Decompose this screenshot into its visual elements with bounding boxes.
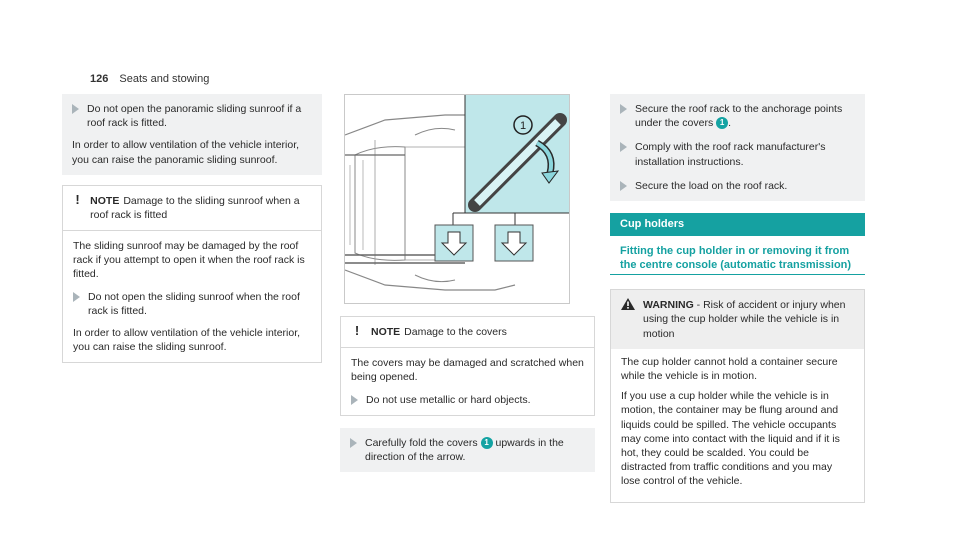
warning-header: WARNING - Risk of accident or injury whe… xyxy=(611,290,864,349)
exclamation-icon: ! xyxy=(354,323,360,338)
warning-paragraph: If you use a cup holder while the vehicl… xyxy=(621,390,840,488)
bullet-arrow-icon xyxy=(620,104,627,114)
step-text-end: upwards in the direction of the arrow. xyxy=(365,436,564,463)
note-label: NOTE xyxy=(90,194,120,207)
step-text-end: . xyxy=(728,117,732,130)
list-item: Secure the roof rack to the anchorage po… xyxy=(620,102,855,130)
note-title: Damage to the sliding sunroof when a roo… xyxy=(90,194,300,221)
bullet-text: Do not use metallic or hard objects. xyxy=(366,393,531,406)
bullet-arrow-icon xyxy=(350,437,357,448)
warning-label: WARNING xyxy=(643,299,694,312)
note-paragraph: In order to allow ventilation of the veh… xyxy=(73,326,301,354)
note-body: The sliding sunroof may be damaged by th… xyxy=(63,231,321,362)
bullet-arrow-icon xyxy=(73,291,80,302)
roof-cover-illustration: 1 xyxy=(344,94,570,304)
car-roof-diagram: 1 xyxy=(345,95,569,291)
bullet-text: Do not open the sliding sunroof when the… xyxy=(88,290,300,317)
warning-box: WARNING - Risk of accident or injury whe… xyxy=(610,289,865,504)
callout-badge: 1 xyxy=(716,117,729,130)
bullet-arrow-icon xyxy=(351,394,358,405)
list-item: Do not open the panoramic sliding sunroo… xyxy=(72,102,312,130)
exclamation-icon: ! xyxy=(75,191,80,207)
page-number: 126 xyxy=(90,73,109,85)
paragraph: In order to allow ventilation of the veh… xyxy=(72,139,300,166)
subsection-heading: Fitting the cup holder in or removing it… xyxy=(610,236,865,276)
warning-triangle-icon xyxy=(621,298,635,311)
column-1: Do not open the panoramic sliding sunroo… xyxy=(62,94,322,364)
page-header: 126 Seats and stowing xyxy=(90,72,209,87)
callout-1: 1 xyxy=(520,120,526,132)
bullet-arrow-icon xyxy=(620,180,627,191)
note-body: The covers may be damaged and scratched … xyxy=(341,348,594,415)
step-panel: Carefully fold the covers 1 upwards in t… xyxy=(340,427,595,473)
list-item: Do not open the sliding sunroof when the… xyxy=(73,290,311,318)
bullet-arrow-icon xyxy=(620,142,627,153)
warning-title: - Risk of accident or injury when using … xyxy=(643,299,846,340)
step-text: Comply with the roof rack manufacturer's… xyxy=(635,141,826,168)
note-title: Damage to the covers xyxy=(404,326,507,338)
step-text: Secure the load on the roof rack. xyxy=(635,179,788,192)
bullet-text: Do not open the panoramic sliding sunroo… xyxy=(87,103,302,130)
note-text: The covers may be damaged and scratched … xyxy=(351,357,584,384)
sunroof-info-panel: Do not open the panoramic sliding sunroo… xyxy=(62,94,322,175)
note-label: NOTE xyxy=(371,326,401,338)
list-item: Carefully fold the covers 1 upwards in t… xyxy=(350,436,585,464)
warning-paragraph: The cup holder cannot hold a container s… xyxy=(621,355,838,382)
section-heading: Cup holders xyxy=(610,212,865,236)
section-title: Seats and stowing xyxy=(119,73,210,85)
list-item: Do not use metallic or hard objects. xyxy=(351,393,584,407)
callout-badge: 1 xyxy=(480,436,493,449)
list-item: Secure the load on the roof rack. xyxy=(620,179,855,193)
roof-rack-steps-panel: Secure the roof rack to the anchorage po… xyxy=(610,94,865,201)
step-text: Secure the roof rack to the anchorage po… xyxy=(635,103,843,130)
step-text: Carefully fold the covers xyxy=(365,436,478,449)
list-item: Comply with the roof rack manufacturer's… xyxy=(620,140,855,168)
note-text: The sliding sunroof may be damaged by th… xyxy=(73,240,305,281)
column-3: Secure the roof rack to the anchorage po… xyxy=(610,94,865,504)
warning-body: The cup holder cannot hold a container s… xyxy=(611,349,864,503)
bullet-arrow-icon xyxy=(72,104,79,114)
